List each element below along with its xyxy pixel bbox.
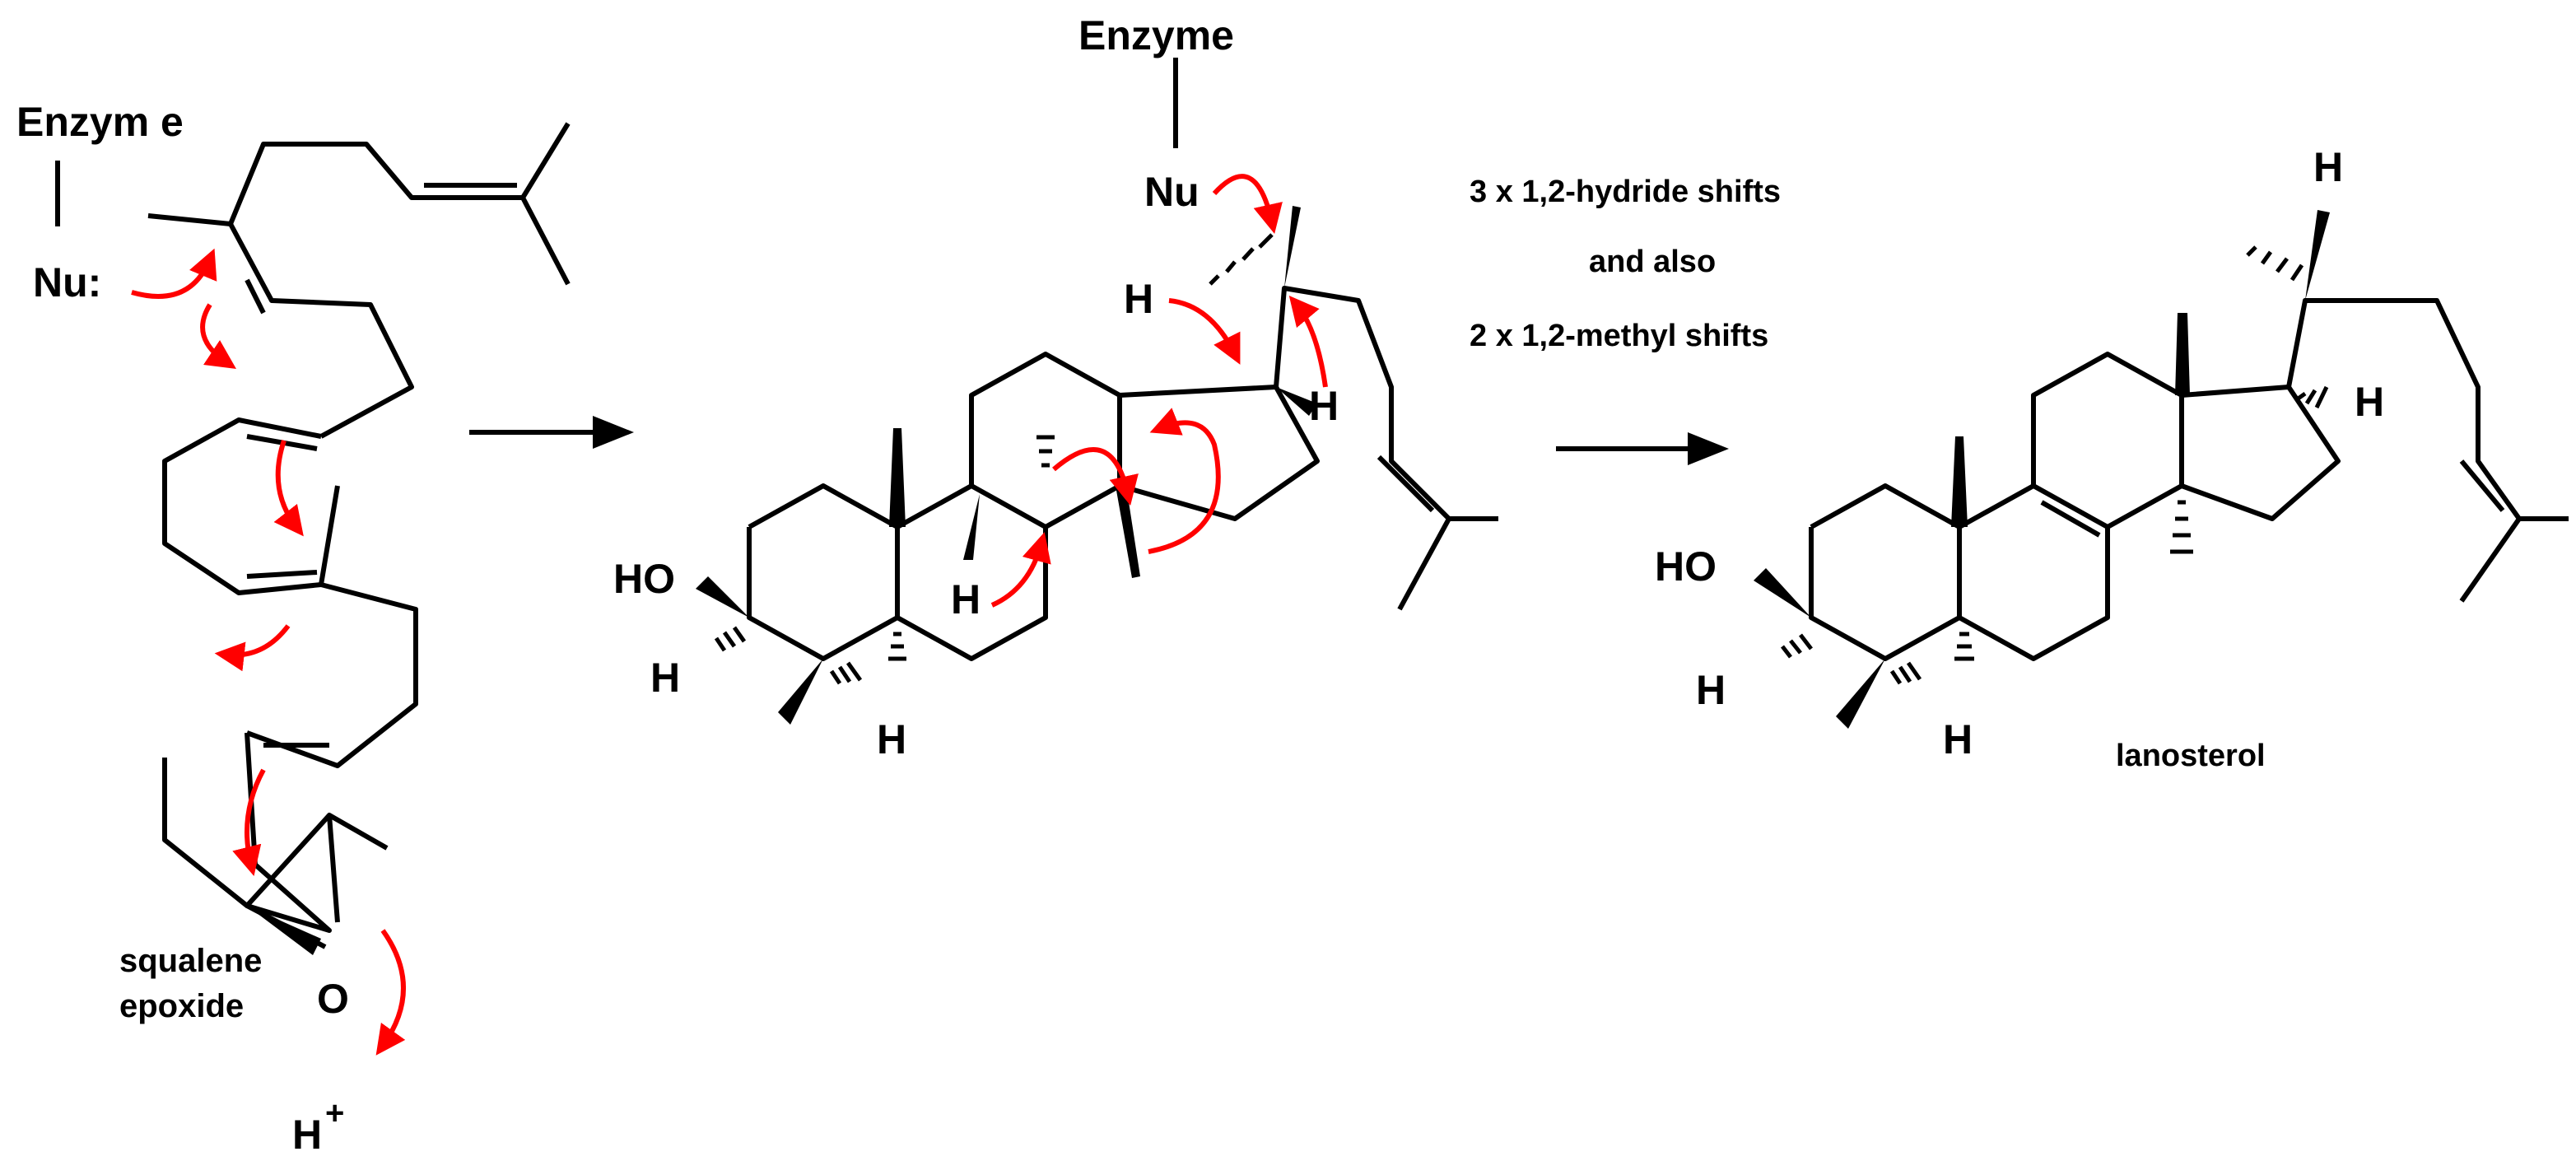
shift-note-line2: and also — [1589, 245, 1716, 279]
squalene-epoxide-structure — [55, 122, 571, 955]
enzyme-label-mid: Enzyme — [1078, 12, 1234, 58]
hydrogen-label-right-c5: H — [1943, 716, 1973, 762]
enzyme-label-left: Enzym e — [16, 99, 184, 145]
hydrogen-label-mid-c3: H — [650, 655, 680, 701]
epoxide-oxygen-label: O — [317, 976, 349, 1022]
curly-arrows-left — [131, 248, 406, 1056]
squalene-label-line1: squalene — [119, 943, 262, 979]
squalene-label-line2: epoxide — [119, 988, 244, 1024]
intermediate-structure — [696, 58, 1498, 725]
lanosterol-structure — [1754, 210, 2569, 729]
hydrogen-label-mid-center: H — [951, 576, 981, 622]
hydrogen-label-c17: H — [2355, 379, 2384, 425]
nucleophile-label-left: Nu: — [33, 259, 101, 305]
hydrogen-label-mid-top: H — [1124, 276, 1153, 322]
hydrogen-label-mid-c5: H — [877, 716, 906, 762]
proton-charge-label: + — [325, 1095, 344, 1131]
reaction-arrow-2 — [1556, 432, 1729, 465]
nucleophile-label-mid: Nu — [1144, 169, 1199, 215]
product-name-label: lanosterol — [2116, 739, 2266, 773]
hydrogen-label-c20: H — [2313, 144, 2343, 190]
shift-note-line1: 3 x 1,2-hydride shifts — [1470, 175, 1781, 209]
proton-label: H — [292, 1112, 322, 1158]
hydrogen-label-mid-right: H — [1309, 383, 1339, 429]
shift-note-line3: 2 x 1,2-methyl shifts — [1470, 319, 1768, 353]
reaction-arrow-1 — [469, 416, 634, 449]
hydrogen-label-right-c3: H — [1696, 667, 1726, 713]
hydroxyl-label-right: HO — [1655, 543, 1717, 590]
curly-arrows-mid — [990, 174, 1328, 608]
hydroxyl-label-mid: HO — [613, 556, 675, 602]
